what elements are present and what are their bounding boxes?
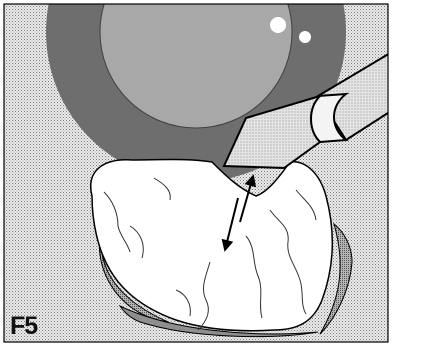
highlight-dot — [270, 17, 286, 33]
highlight-dot — [299, 31, 311, 43]
figure-label: F5 — [10, 312, 37, 341]
